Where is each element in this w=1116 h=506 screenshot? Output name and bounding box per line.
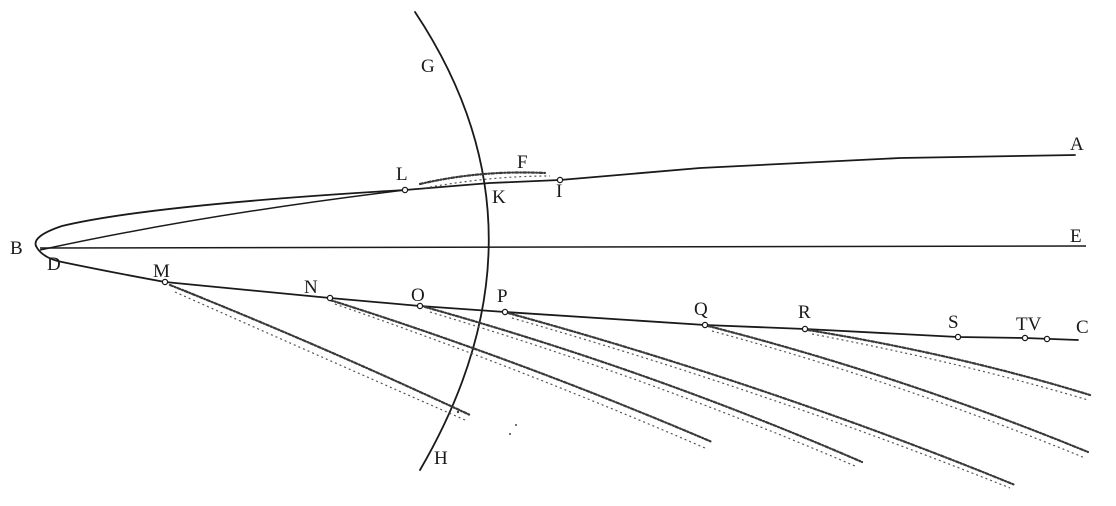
speck xyxy=(509,433,511,435)
tail-m xyxy=(168,283,472,417)
label-b: B xyxy=(10,238,23,259)
tail-o-2 xyxy=(429,311,856,467)
label-a: A xyxy=(1070,134,1084,155)
tail-o xyxy=(423,305,864,464)
label-o: O xyxy=(411,285,425,306)
label-r: R xyxy=(798,302,811,323)
point-p xyxy=(501,308,509,316)
label-tv: TV xyxy=(1016,314,1042,335)
point-m xyxy=(161,278,169,286)
label-l: L xyxy=(396,164,408,185)
point-n xyxy=(326,294,334,302)
label-h: H xyxy=(434,448,448,469)
label-f: F xyxy=(517,152,528,173)
label-m: M xyxy=(153,261,170,282)
tail-p xyxy=(506,311,1017,487)
point-r xyxy=(801,325,809,333)
axis-line-be xyxy=(39,245,1087,249)
tail-near-lf xyxy=(418,171,547,186)
inner-line-dl xyxy=(39,189,406,251)
label-c: C xyxy=(1076,317,1089,338)
orbit-arc-gh xyxy=(414,11,490,471)
tail-r-2 xyxy=(811,333,1089,401)
label-k: K xyxy=(492,187,506,208)
label-d: D xyxy=(47,254,61,275)
lower-branch-dc xyxy=(35,245,1079,341)
tail-n xyxy=(328,298,714,444)
label-s: S xyxy=(948,312,959,333)
tail-q-2 xyxy=(711,330,1086,459)
point-q xyxy=(701,321,709,329)
label-p: P xyxy=(497,286,508,307)
tail-p-2 xyxy=(511,317,1011,489)
tail-r xyxy=(806,328,1092,397)
label-i: I xyxy=(556,181,562,202)
tail-q xyxy=(706,324,1090,454)
label-g: G xyxy=(421,56,435,77)
speck xyxy=(515,424,517,426)
point-o xyxy=(416,302,424,310)
speck xyxy=(456,410,460,414)
point-l xyxy=(401,186,409,194)
label-q: Q xyxy=(694,299,708,320)
label-e: E xyxy=(1070,226,1082,247)
tail-m-2 xyxy=(174,291,466,421)
point-t xyxy=(1021,334,1029,342)
label-n: N xyxy=(304,277,318,298)
point-v xyxy=(1043,335,1051,343)
point-i xyxy=(556,176,564,184)
point-s xyxy=(954,333,962,341)
tail-n-2 xyxy=(334,303,706,449)
